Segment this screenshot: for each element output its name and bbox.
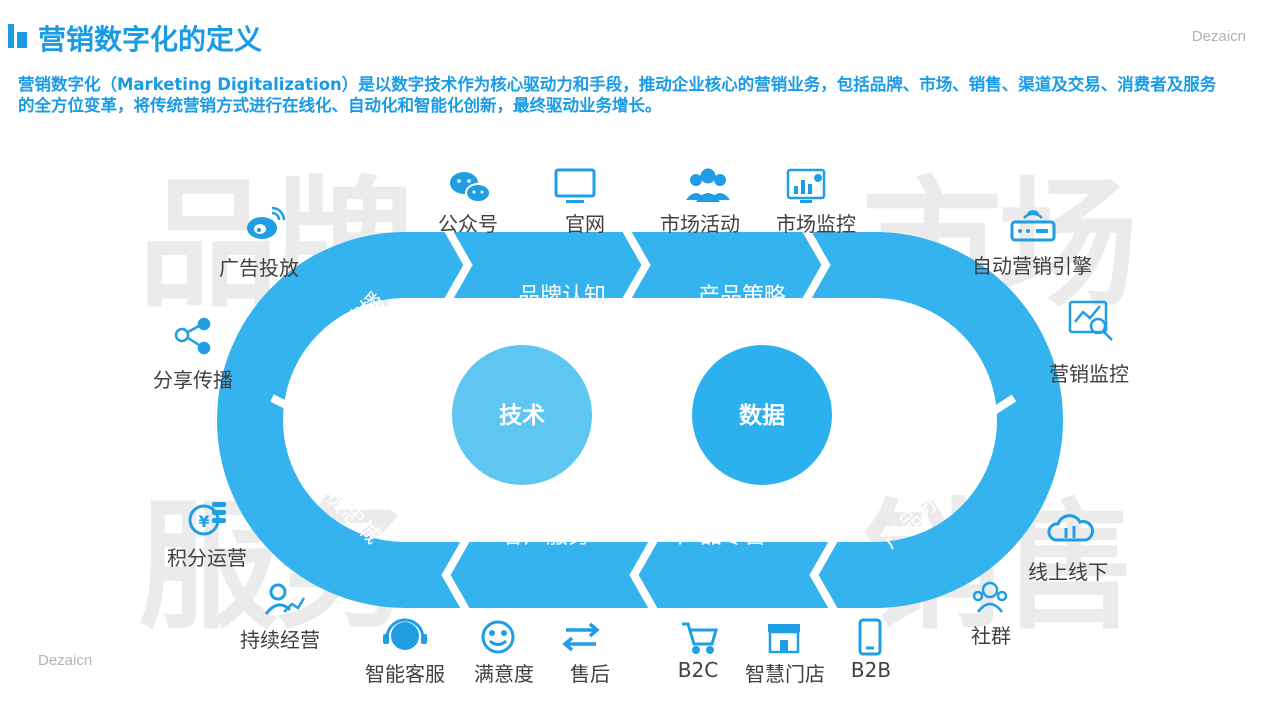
cycle-track bbox=[217, 232, 1063, 608]
center-tech-label: 技术 bbox=[499, 403, 545, 429]
segment-product-retail: 产品零售 bbox=[678, 524, 766, 549]
separator-8 bbox=[270, 394, 339, 415]
brand-watermark-bottom: Dezaicn bbox=[38, 652, 93, 669]
title-accent-bar-small bbox=[17, 32, 27, 48]
after-sales-exchange-icon bbox=[562, 622, 600, 652]
touchpoint-smart-service: 智能客服 bbox=[365, 662, 445, 686]
wechat-icon bbox=[450, 172, 491, 203]
smart-store-icon bbox=[768, 624, 800, 654]
website-monitor-icon bbox=[554, 168, 596, 203]
o2o-cloud-icon bbox=[1047, 514, 1094, 542]
page-title: 营销数字化的定义 bbox=[38, 23, 263, 56]
segment-brand-awareness: 品牌认知 bbox=[518, 284, 606, 309]
touchpoint-marketing-monitor: 营销监控 bbox=[1049, 362, 1129, 386]
separator-6 bbox=[629, 538, 658, 612]
separator-1 bbox=[444, 228, 473, 302]
touchpoint-b2b: B2B bbox=[850, 658, 892, 682]
touchpoint-ads: 广告投放 bbox=[219, 256, 299, 280]
automation-engine-router-icon bbox=[1010, 210, 1056, 242]
touchpoint-operations: 持续经营 bbox=[240, 628, 320, 652]
segment-customer-service: 客户服务 bbox=[502, 524, 590, 549]
marketing-monitor-search-icon bbox=[1068, 300, 1113, 341]
touchpoint-after-sales: 售后 bbox=[570, 662, 610, 686]
segment-product-strategy: 产品策略 bbox=[698, 284, 786, 309]
separator-7 bbox=[441, 538, 470, 612]
separator-4 bbox=[934, 394, 1017, 428]
touchpoint-smart-store: 智慧门店 bbox=[745, 662, 825, 686]
svg-text:¥: ¥ bbox=[198, 512, 209, 531]
title-accent-bar bbox=[8, 24, 14, 48]
touchpoint-b2c: B2C bbox=[677, 658, 719, 682]
touchpoint-points: 积分运营 bbox=[167, 546, 247, 570]
operations-person-growth-icon bbox=[264, 583, 306, 615]
separator-2 bbox=[622, 228, 651, 302]
definition-text: 营销数字化（Marketing Digitalization）是以数字技术作为核… bbox=[18, 75, 1217, 115]
community-people-icon bbox=[972, 581, 1008, 613]
smart-service-headset-icon bbox=[383, 618, 427, 650]
touchpoint-market-monitor: 市场监控 bbox=[776, 212, 856, 236]
separator-5 bbox=[809, 538, 838, 612]
touchpoint-community: 社群 bbox=[971, 624, 1011, 648]
center-data-label: 数据 bbox=[739, 403, 785, 429]
touchpoint-automation: 自动营销引擎 bbox=[972, 254, 1092, 278]
touchpoint-satisfaction: 满意度 bbox=[474, 662, 534, 686]
touchpoint-wechat: 公众号 bbox=[438, 212, 498, 236]
share-icon bbox=[174, 317, 211, 355]
satisfaction-smile-icon bbox=[481, 620, 515, 654]
separator-3 bbox=[802, 228, 831, 302]
center-data-circle bbox=[692, 345, 832, 485]
touchpoint-website: 官网 bbox=[565, 212, 605, 236]
brand-watermark-top: Dezaicn bbox=[1191, 28, 1246, 45]
touchpoint-o2o: 线上线下 bbox=[1028, 560, 1108, 584]
market-events-people-icon bbox=[686, 168, 730, 202]
touchpoint-market-events: 市场活动 bbox=[660, 212, 740, 236]
weibo-icon bbox=[247, 206, 286, 239]
b2c-cart-icon bbox=[682, 622, 718, 654]
center-tech-circle bbox=[452, 345, 592, 485]
touchpoint-share: 分享传播 bbox=[153, 368, 233, 392]
market-monitor-dashboard-icon bbox=[786, 168, 826, 203]
points-coin-icon: ¥ bbox=[188, 502, 226, 536]
b2b-phone-icon bbox=[858, 618, 882, 656]
